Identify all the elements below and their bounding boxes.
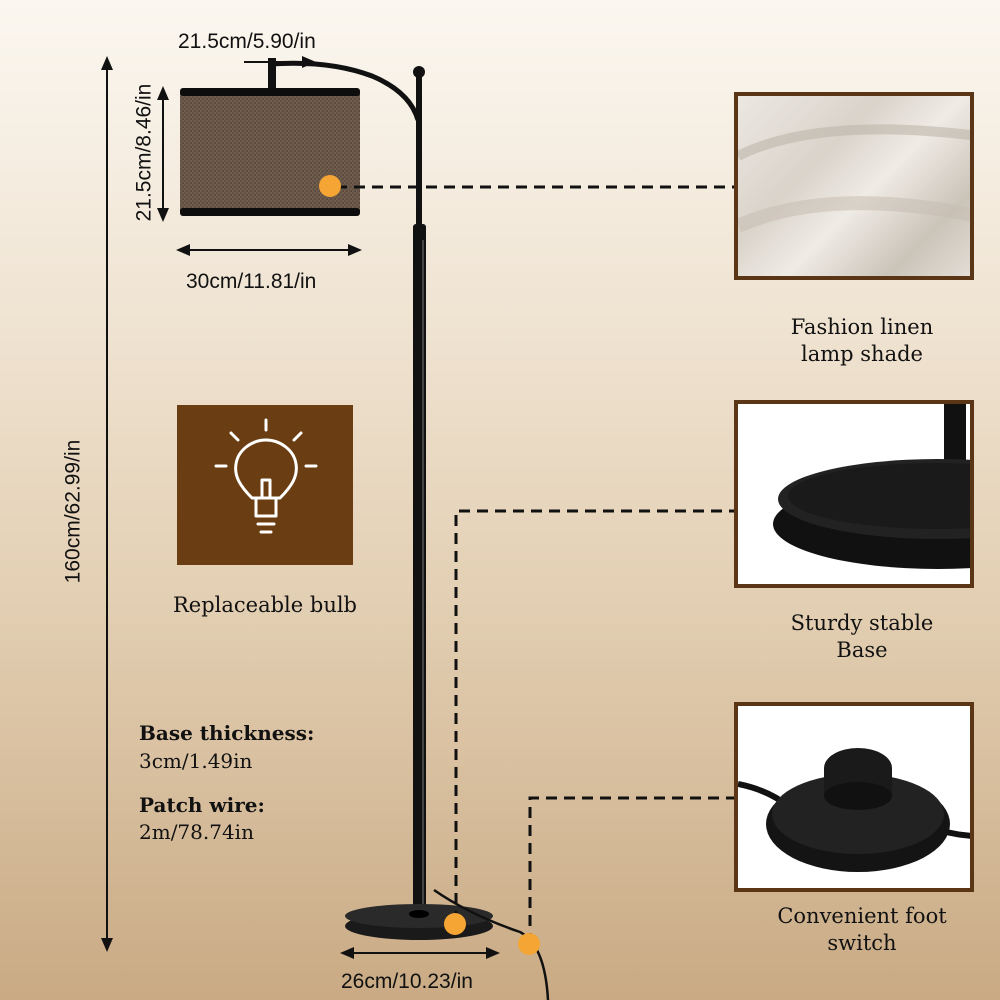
base-thickness-label: Base thickness: (139, 721, 315, 745)
base-marker (444, 913, 466, 935)
foot-switch-panel (734, 702, 974, 892)
base-caption: Sturdy stable Base (790, 611, 934, 662)
total-height-label: 160cm/62.99/in (61, 439, 85, 584)
shade-diameter-label: 30cm/11.81/in (186, 270, 317, 293)
switch-caption: Convenient foot switch (777, 904, 947, 955)
lamp-arm (269, 60, 421, 121)
finial (413, 66, 425, 78)
bulb-tile (177, 405, 353, 565)
lamp-shade (180, 88, 360, 216)
linen-closeup-panel (734, 92, 974, 280)
shade-caption: Fashion linen lamp shade (790, 315, 934, 366)
base-closeup-panel (734, 400, 974, 588)
patch-wire-value: 2m/78.74in (139, 820, 254, 844)
patch-wire-label: Patch wire: (139, 793, 265, 817)
shade-height-label: 21.5cm/8.46/in (132, 83, 156, 222)
bulb-caption: Replaceable bulb (172, 593, 358, 617)
shade-marker (319, 175, 341, 197)
shade-hanger (268, 58, 276, 88)
base-connector (454, 509, 736, 922)
base-diameter-label: 26cm/10.23/in (341, 970, 473, 993)
switch-marker (518, 933, 540, 955)
switch-connector (528, 796, 736, 944)
main-pole (413, 224, 426, 914)
top-width-label: 21.5cm/5.90/in (178, 30, 316, 53)
lightbulb-icon (214, 418, 318, 534)
base-thickness-value: 3cm/1.49in (139, 749, 253, 773)
